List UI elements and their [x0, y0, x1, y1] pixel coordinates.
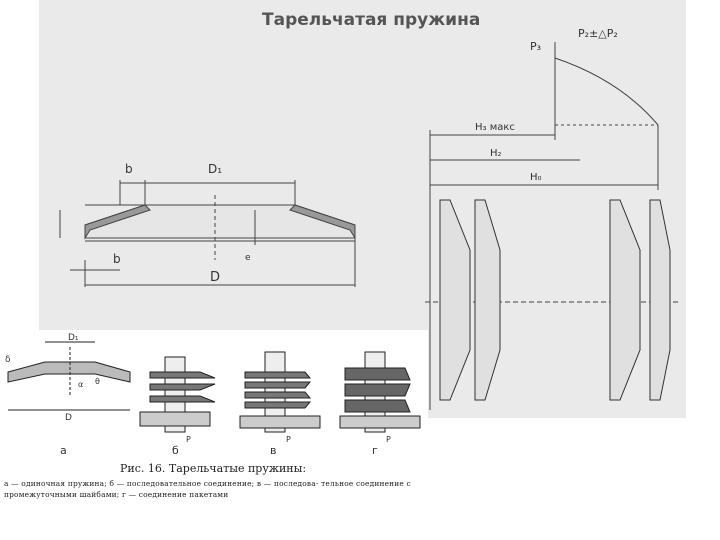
- dim-e-label: e: [245, 253, 251, 263]
- graph-p3-label: P₃: [530, 40, 541, 53]
- figure-caption-title: Рис. 16. Тарельчатые пружины:: [120, 462, 307, 475]
- force-p-label-g: P: [386, 435, 391, 444]
- graph-p2-label: P₂±△P₂: [578, 27, 618, 40]
- inset-theta-label: θ: [95, 377, 100, 386]
- dim-d-label: D: [210, 270, 220, 285]
- inset-alpha-label: α: [78, 380, 83, 389]
- variant-a-label: а: [60, 444, 67, 457]
- graph-h0-label: H₀: [530, 172, 542, 183]
- dim-d1-label: D₁: [208, 162, 222, 176]
- variant-g-label: г: [372, 444, 378, 457]
- page-title: Тарельчатая пружина: [262, 10, 481, 30]
- load-height-diagram: P₃ P₂±△P₂ H₃ макс H₂ H₀: [425, 27, 680, 410]
- spring-cross-section-drawing: b D₁ b D e: [59, 162, 356, 287]
- inset-d1-label: D₁: [68, 333, 79, 343]
- variant-b-label: б: [172, 444, 179, 457]
- dim-b-top-label: b: [125, 162, 133, 176]
- graph-h3-label: H₃ макс: [475, 122, 515, 133]
- force-p-label-b: P: [186, 435, 191, 444]
- force-p-label-v: P: [286, 435, 291, 444]
- dim-b-bottom-label: b: [113, 252, 121, 266]
- inset-d-label: D: [65, 413, 72, 423]
- graph-h2-label: H₂: [490, 148, 502, 159]
- variant-v-label: в: [270, 444, 276, 457]
- inset-figure-drawings: D₁ D δ α θ а б в г P P P: [5, 333, 421, 457]
- inset-delta-label: δ: [5, 355, 11, 365]
- figure-caption-text: а — одиночная пружина; б — последователь…: [4, 479, 411, 499]
